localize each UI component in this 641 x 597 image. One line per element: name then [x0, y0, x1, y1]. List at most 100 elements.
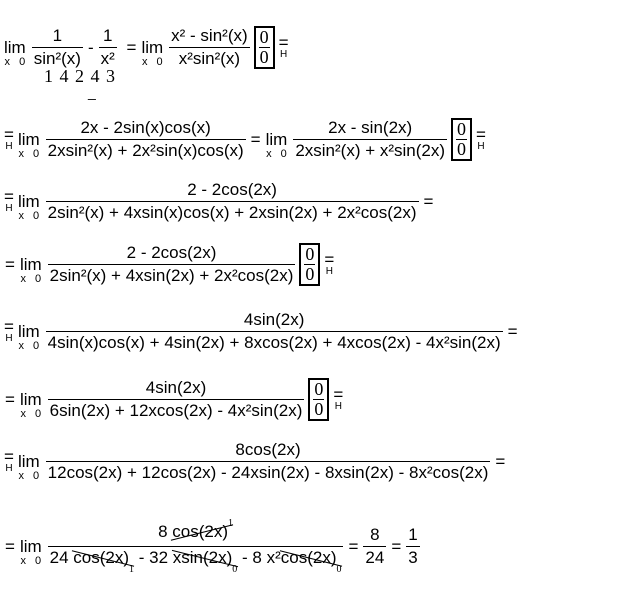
- equals-sign: =: [476, 125, 486, 144]
- hopital-label: H: [5, 463, 13, 474]
- operator: =: [250, 129, 261, 149]
- limit-label: lim: [17, 192, 40, 211]
- denominator: 2xsin²(x) + x²sin(2x): [293, 139, 448, 160]
- box-denominator: 0: [456, 139, 468, 159]
- denominator: sin²(x): [31, 47, 83, 68]
- operator: =: [348, 536, 359, 556]
- hopital-equals: =H: [4, 317, 14, 344]
- numerator: 8 cos(2x)1: [156, 518, 235, 546]
- numerator: 1: [102, 26, 113, 45]
- equals-sign: =: [324, 250, 335, 269]
- limit-subscript: x 0: [18, 210, 40, 222]
- denominator: 12cos(2x) + 12cos(2x) - 24xsin(2x) - 8xs…: [45, 461, 491, 482]
- operator: =: [391, 536, 402, 556]
- equals-sign: =: [4, 187, 14, 206]
- operator: =: [495, 451, 506, 471]
- box-numerator: 0: [314, 379, 324, 399]
- box-denominator: 0: [304, 264, 316, 284]
- limit-subscript: x 0: [141, 56, 163, 68]
- numerator: 4sin(2x): [243, 310, 305, 329]
- operator: =: [5, 254, 15, 274]
- fraction: 8cos(2x) 12cos(2x) + 12cos(2x) - 24xsin(2…: [45, 440, 491, 483]
- cancel-value: 0: [232, 564, 238, 575]
- limit-subscript: x 0: [4, 56, 26, 68]
- hopital-equals: =H: [4, 126, 14, 152]
- cancel-value: 0: [336, 564, 342, 575]
- numerator: x² - sin²(x): [171, 26, 248, 45]
- operator: =: [423, 191, 434, 211]
- equals-sign: =: [333, 385, 344, 404]
- numerator: 2 - 2cos(2x): [126, 243, 217, 262]
- box-numerator: 0: [305, 244, 315, 264]
- term: - 32: [134, 548, 173, 567]
- struck-term: cos(2x): [172, 522, 229, 541]
- denominator: 2sin²(x) + 4xsin(2x) + 2x²cos(2x): [47, 264, 296, 285]
- hopital-equals: =H: [476, 125, 486, 152]
- hopital-label: H: [5, 141, 13, 152]
- denominator: 2sin²(x) + 4xsin(x)cos(x) + 2xsin(2x) + …: [45, 201, 419, 222]
- struck-term: xsin(2x): [172, 548, 233, 567]
- equals-sign: =: [4, 447, 14, 466]
- limit-subscript: x 0: [20, 408, 42, 420]
- operator: =: [121, 37, 137, 57]
- limit-subscript: x 0: [18, 340, 40, 352]
- numerator: 8cos(2x): [235, 440, 301, 459]
- limit-label: lim: [19, 537, 42, 556]
- limit-label: lim: [141, 38, 164, 57]
- fraction: 2 - 2cos(2x) 2sin²(x) + 4xsin(2x) + 2x²co…: [47, 243, 296, 286]
- hopital-label: H: [477, 141, 485, 152]
- limit-label: lim: [17, 322, 40, 341]
- hopital-equals: =H: [278, 33, 289, 60]
- limit-label: lim: [265, 130, 288, 149]
- cancel-value: 1: [228, 518, 234, 529]
- numerator: 2x - sin(2x): [328, 118, 413, 137]
- hopital-label: H: [5, 333, 13, 344]
- equals-sign: =: [4, 317, 14, 336]
- fraction: 1 sin²(x): [31, 26, 83, 69]
- fraction: 2 - 2cos(2x)2sin²(x) + 4xsin(x)cos(x) + …: [45, 180, 419, 223]
- cancel-value: 1: [129, 564, 135, 575]
- numerator: 4sin(2x): [145, 378, 207, 397]
- hopital-label: H: [325, 266, 333, 277]
- limit-label: lim: [19, 255, 42, 274]
- numerator: 1: [52, 26, 63, 45]
- struck-term: cos(2x): [280, 548, 337, 567]
- denominator: 6sin(2x) + 12xcos(2x) - 4x²sin(2x): [47, 399, 305, 420]
- box-numerator: 0: [457, 119, 467, 139]
- term: 24: [49, 548, 74, 567]
- hopital-equals: =H: [4, 187, 14, 214]
- term: - 8 x²: [237, 548, 281, 567]
- hopital-label: H: [279, 49, 288, 60]
- numerator: 8: [370, 525, 380, 544]
- struck-term: cos(2x): [73, 548, 130, 567]
- equals-sign: =: [278, 33, 289, 52]
- numerator: 2x - 2sin(x)cos(x): [80, 118, 211, 137]
- operator: =: [507, 321, 518, 341]
- denominator: 24 cos(2x)1 - 32 xsin(2x)0 - 8 x²cos(2x)…: [47, 546, 344, 575]
- limit-label: lim: [19, 390, 42, 409]
- hopital-label: H: [5, 203, 13, 214]
- fraction: 4sin(2x)4sin(x)cos(x) + 4sin(2x) + 8xcos…: [45, 310, 503, 353]
- hopital-equals: =H: [324, 250, 335, 277]
- box-numerator: 0: [259, 27, 269, 47]
